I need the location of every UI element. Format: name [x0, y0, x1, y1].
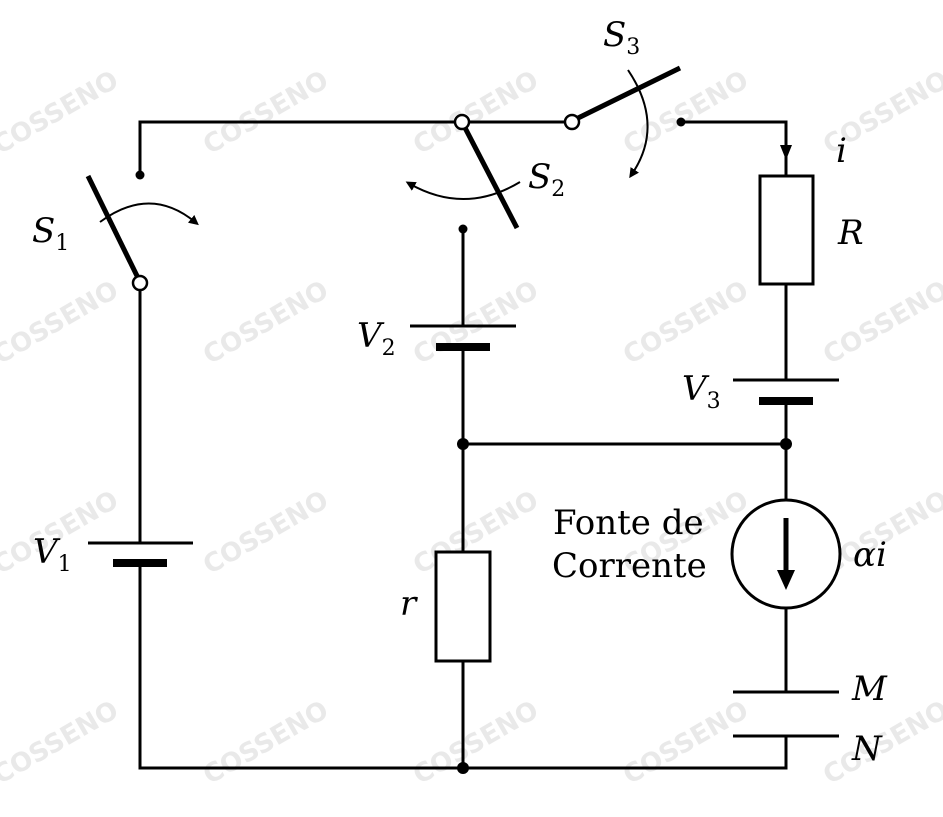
watermark-text: COSSENO [0, 65, 124, 161]
current-source [730, 498, 842, 610]
label-alpha-i: αi [853, 535, 887, 575]
label-source-line1: Fonte de [553, 503, 704, 543]
current-arrow-i [780, 122, 792, 160]
label-r: r [400, 584, 418, 624]
switch-s1 [85, 170, 199, 292]
watermark-text: COSSENO [0, 275, 124, 371]
watermark-text: COSSENO [408, 695, 543, 791]
label-v3: V3 [682, 369, 721, 414]
watermark-text: COSSENO [198, 275, 333, 371]
wires [138, 120, 788, 770]
label-s2: S2 [528, 157, 565, 202]
junctions [457, 438, 792, 774]
label-v2: V2 [357, 316, 396, 361]
label-v1: V1 [33, 532, 72, 577]
watermark-text: COSSENO [0, 695, 124, 791]
battery-v3 [733, 378, 839, 405]
label-M: M [851, 669, 888, 709]
watermark-text: COSSENO [818, 275, 943, 371]
label-R: R [837, 213, 864, 253]
label-s1: S1 [32, 211, 69, 256]
watermark-text: COSSENO [198, 485, 333, 581]
label-N: N [851, 729, 883, 769]
capacitor-mn [733, 690, 839, 738]
watermark-text: COSSENO [198, 65, 333, 161]
watermark-text: COSSENO [618, 65, 753, 161]
watermark-text: COSSENO [618, 695, 753, 791]
switch-s2 [405, 113, 521, 234]
watermark-text: COSSENO [618, 275, 753, 371]
label-source-line2: Corrente [552, 546, 707, 586]
watermark-text: COSSENO [198, 695, 333, 791]
label-s3: S3 [603, 15, 640, 60]
resistor-r [434, 550, 492, 663]
battery-v2 [410, 324, 516, 351]
label-i: i [836, 131, 847, 171]
switch-s3 [563, 65, 686, 179]
battery-v1 [88, 541, 193, 567]
resistor-R [758, 174, 815, 286]
watermark-text: COSSENO [408, 275, 543, 371]
